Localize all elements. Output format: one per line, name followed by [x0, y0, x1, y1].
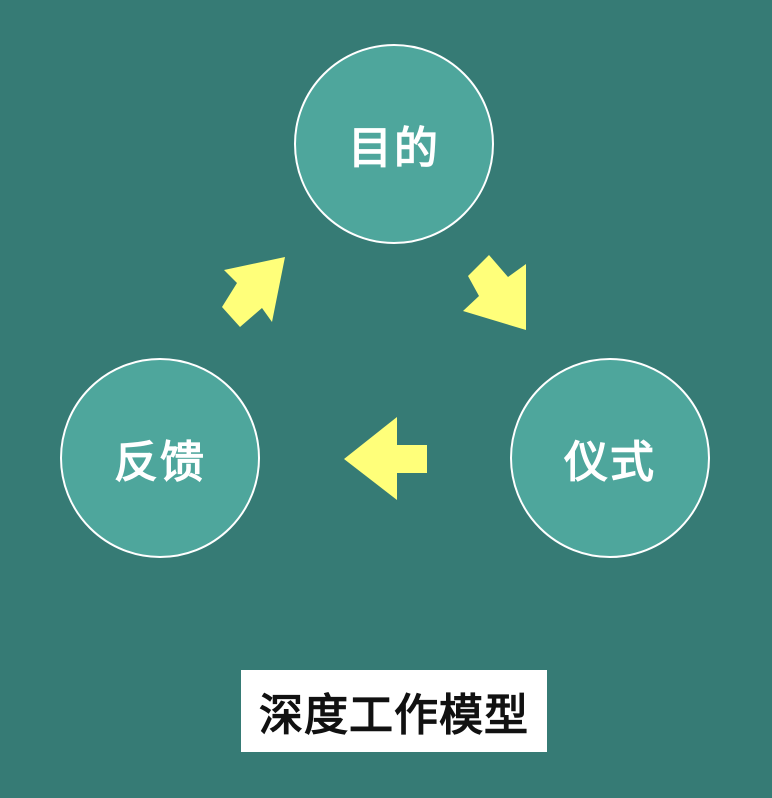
arrow-up-right-icon: [222, 257, 285, 327]
feedback-label: 反馈: [114, 437, 206, 488]
ritual-label: 仪式: [564, 437, 656, 488]
caption-text: 深度工作模型: [259, 690, 529, 741]
feedback-node: 反馈: [60, 358, 260, 558]
purpose-node: 目的: [294, 44, 494, 244]
ritual-node: 仪式: [510, 358, 710, 558]
arrow-left-icon: [344, 417, 427, 500]
purpose-label: 目的: [348, 123, 440, 174]
arrow-down-right-icon: [463, 255, 526, 330]
diagram-caption: 深度工作模型: [241, 670, 547, 752]
